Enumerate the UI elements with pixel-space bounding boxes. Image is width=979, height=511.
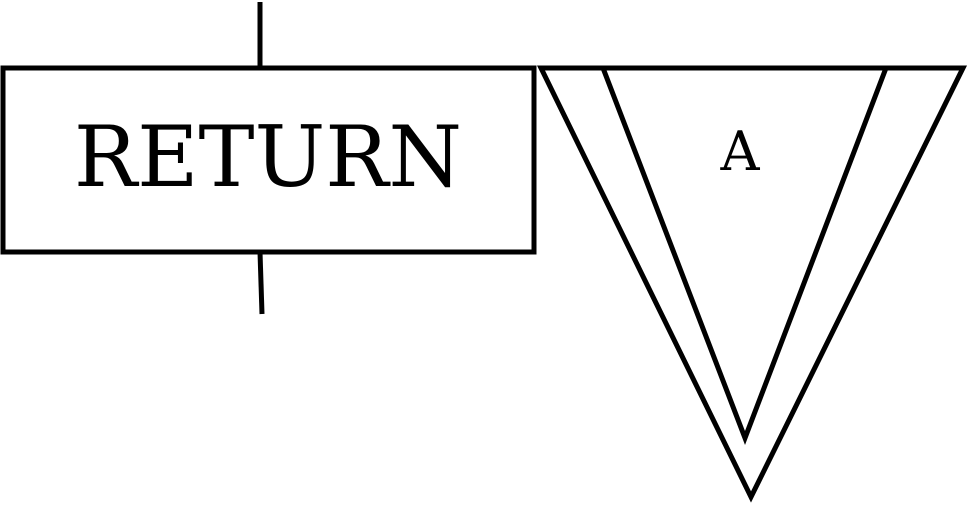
connector-inner-triangle — [599, 65, 890, 445]
return-block-label: RETURN — [74, 108, 462, 206]
return-output-line — [257, 251, 265, 315]
return-block — [0, 65, 537, 255]
connector-label: A — [720, 120, 761, 183]
